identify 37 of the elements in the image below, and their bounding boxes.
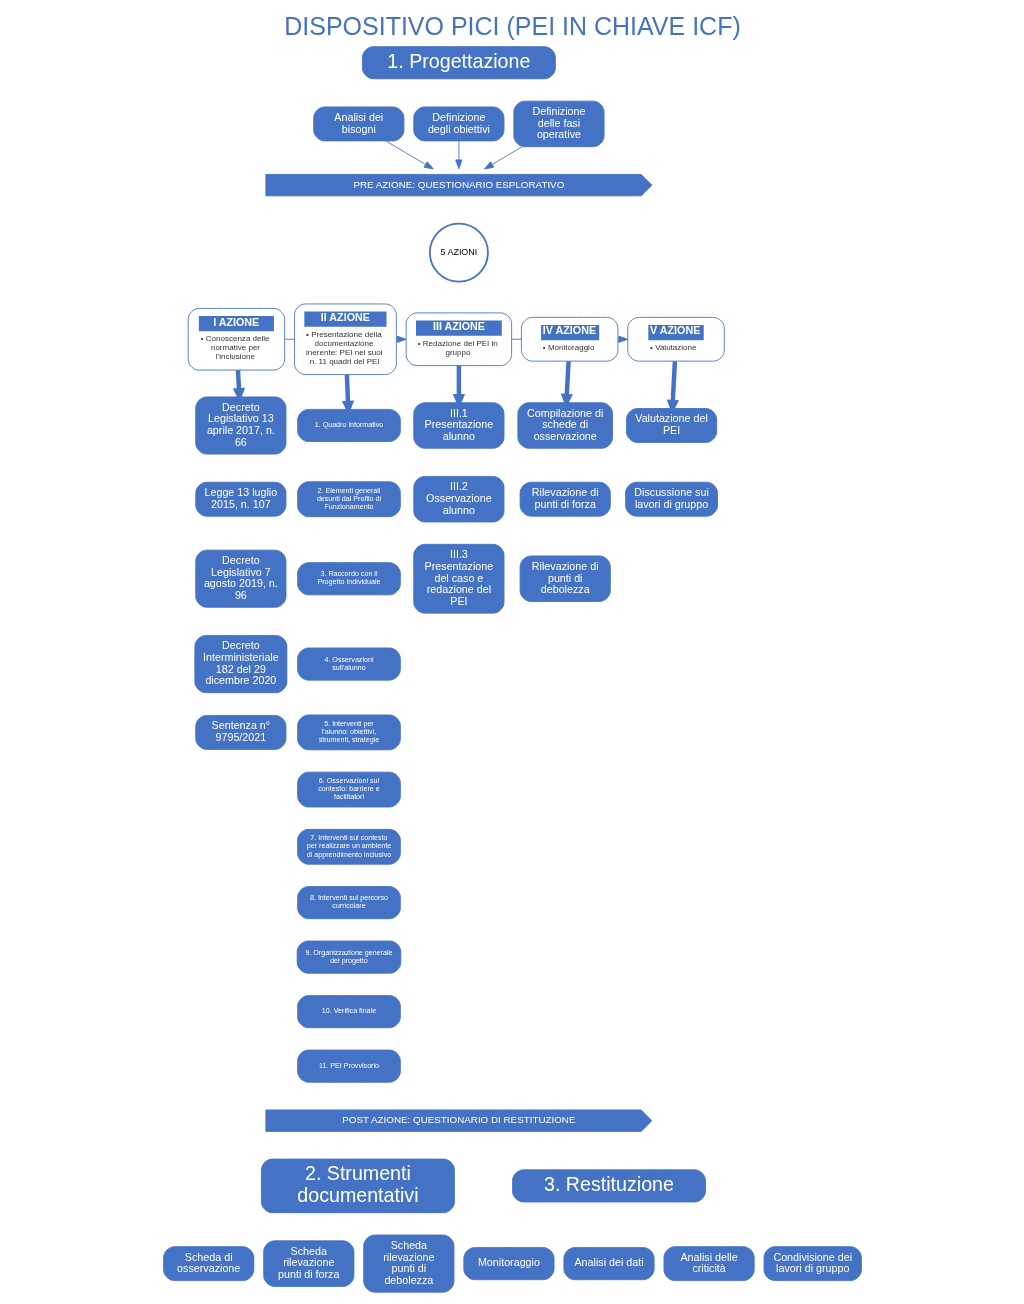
node-box: Definizione delle fasi operative [512, 100, 605, 148]
node-box: Decreto Interministeriale 182 del 29 dicembre 2020 [193, 635, 287, 694]
node-box: Rilevazione di punti di debolezza [519, 555, 611, 602]
connector [284, 338, 295, 340]
node-box: Sentenza n° 9795/2021 [194, 715, 286, 750]
node-box: Condivisione dei lavori di gruppo [763, 1246, 862, 1282]
node-box: 1. Progettazione [361, 46, 556, 80]
connector [510, 338, 522, 340]
node-box: Scheda rilevazione punti di forza [262, 1240, 354, 1287]
node-box: Compilazione di schede di osservazione [516, 402, 613, 449]
node-box: Monitoraggio [462, 1247, 554, 1281]
node-box: Scheda di osservazione [162, 1246, 254, 1282]
node-box: Definizione degli obiettivi [412, 106, 504, 142]
node-box: I AZIONE • Conoscenza delle normative per l'inclusione [187, 308, 285, 371]
node-circle: 5 AZIONI [428, 222, 489, 283]
node-box: Discussione sui lavori di gruppo [624, 481, 718, 517]
node-box: Scheda rilevazione punti di debolezza [362, 1234, 454, 1293]
node-box: Legge 13 luglio 2015, n. 107 [194, 481, 286, 517]
arrow [385, 140, 434, 170]
node-box: Analisi delle criticità [663, 1246, 755, 1282]
arrow [395, 335, 407, 343]
node-box: III AZIONE • Redazione del PEI in gruppo [405, 312, 512, 367]
node-box: Analisi dei dati [562, 1247, 655, 1281]
node-box: 2. Strumenti documentativi [260, 1158, 455, 1214]
diagram-title: DISPOSITIVO PICI (PEI IN CHIAVE ICF) [283, 12, 741, 41]
node-box: 3. Restituzione [511, 1169, 706, 1203]
node-box: Decreto Legislativo 13 aprile 2017, n. 66 [194, 396, 286, 455]
arrow [454, 140, 462, 170]
node-box: Analisi dei bisogni [312, 106, 404, 142]
node-box: III.1 Presentazione alunno [412, 402, 504, 449]
node-box: III.3 Presentazione del caso e redazione del PEI [412, 543, 504, 614]
node-box: Valutazione del PEI [625, 408, 717, 443]
node-box: Decreto Legislativo 7 agosto 2019, n. 96 [194, 549, 286, 608]
node-box: V AZIONE • Valutazione [626, 316, 725, 362]
node-box: Rilevazione di punti di forza [519, 481, 611, 517]
arrow [483, 146, 522, 170]
node-box: III.2 Osservazione alunno [412, 475, 504, 523]
